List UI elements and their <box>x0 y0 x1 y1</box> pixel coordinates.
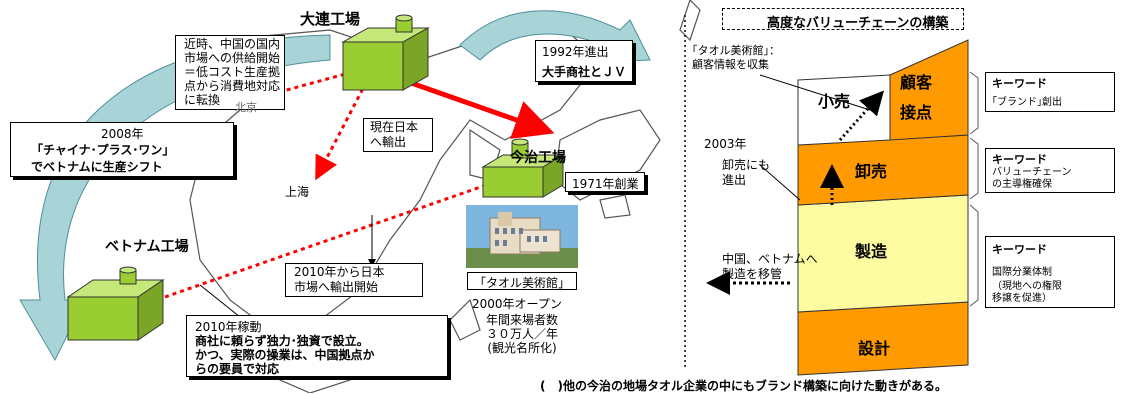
value-chain-title-box: 高度なバリューチェーンの構築 <box>722 8 964 31</box>
dalian-desc: 近時、中国の国内 市場への供給開始 ＝低コスト生産拠 点から消費地対応 に転換 <box>184 37 281 107</box>
japan-export: 現在日本 へ輸出 <box>370 120 419 149</box>
keyword-brackets <box>969 71 979 307</box>
keyword-label-1: キーワード <box>992 77 1047 90</box>
founded-1971: 1971年創業 <box>572 177 639 191</box>
design-label: 設計 <box>858 339 891 358</box>
visitors: 年間来場者数 ３０万人／年 (観光名所化) <box>486 313 559 355</box>
year-2008: 2008年 <box>101 127 144 141</box>
dalian-factory-label: 大連工場 <box>300 10 361 28</box>
keyword-1: ｢ブランド｣創出 <box>992 97 1062 108</box>
towel-museum-photo <box>466 205 578 268</box>
dalian-desc-box: 近時、中国の国内 市場への供給開始 ＝低コスト生産拠 点から消費地対応 に転換 <box>175 35 285 110</box>
keyword-3b: （現地への権限 移譲を促進） <box>992 281 1062 304</box>
japan-export-box: 現在日本 へ輸出 <box>363 118 433 152</box>
imabari-factory-label: 今治工場 <box>510 150 566 166</box>
independent-text: 商社に頼らず独力･独資で設立。 かつ、実際の操業は、中国拠点か らの要員で対応 <box>195 334 375 376</box>
dalian-factory-cube <box>341 14 430 91</box>
open-2000: 2000年オープン <box>472 297 562 311</box>
keyword-label-3: キーワード <box>992 243 1047 256</box>
founded-box: 1971年創業 <box>565 172 645 192</box>
keyword-box-2: キーワード バリューチェーン の主導権確保 <box>985 148 1115 193</box>
manufacturing-label: 製造 <box>855 242 888 261</box>
shift-vietnam: でベトナムに生産シフト <box>31 160 163 174</box>
jv-label: 大手商社とＪＶ <box>542 65 627 79</box>
china-plus-one: 「チャイナ･プラス･ワン」 <box>31 143 175 157</box>
footer-note: ( )他の今治の地場タオル企業の中にもブランド構築に向けた動きがある。 <box>540 379 947 393</box>
beijing-label: 北京 <box>235 101 257 114</box>
year-2003: 2003年 <box>704 137 747 151</box>
keyword-box-3: キーワード 国際分業体制 （現地への権限 移譲を促進） <box>985 236 1115 308</box>
move-manufacturing: 中国、ベトナムへ 製造を移管 <box>722 252 818 281</box>
vietnam-factory-cube <box>66 266 165 341</box>
export-2010: 2010年から日本 市場へ輸出開始 <box>294 265 385 294</box>
wholesale-entry: 卸売にも 進出 <box>722 158 771 187</box>
year-1992: 1992年進出 <box>542 45 609 59</box>
customer-contact-label: 顧客 接点 <box>900 73 933 122</box>
museum-caption: 「タオル美術館」 <box>474 276 571 290</box>
export-2010-box: 2010年から日本 市場へ輸出開始 <box>285 263 423 297</box>
keyword-3a: 国際分業体制 <box>992 267 1052 278</box>
vietnam-factory-label: ベトナム工場 <box>105 239 189 255</box>
return-curve-arrow <box>459 10 651 63</box>
value-chain-title: 高度なバリューチェーンの構築 <box>767 16 949 31</box>
museum-note: ｢タオル美術館｣： 顧客情報を収集 <box>692 44 780 71</box>
keyword-box-1: キーワード ｢ブランド｣創出 <box>985 72 1115 112</box>
shanghai-label: 上海 <box>285 185 310 199</box>
shift-2008-box: 2008年 「チャイナ･プラス･ワン」 でベトナムに生産シフト <box>10 122 234 177</box>
museum-caption-box: 「タオル美術館」 <box>467 272 577 290</box>
op-2010: 2010年稼動 <box>195 320 262 334</box>
independent-box: 2010年稼動 商社に頼らず独力･独資で設立。 かつ、実際の操業は、中国拠点か … <box>186 315 448 377</box>
keyword-label-2: キーワード <box>992 153 1047 166</box>
wholesale-label: 卸売 <box>855 162 888 181</box>
jv-box: 1992年進出 大手商社とＪＶ <box>535 40 633 82</box>
retail-label: 小売 <box>818 92 851 111</box>
imabari-factory-cube <box>481 138 565 198</box>
keyword-2: バリューチェーン の主導権確保 <box>992 167 1072 190</box>
